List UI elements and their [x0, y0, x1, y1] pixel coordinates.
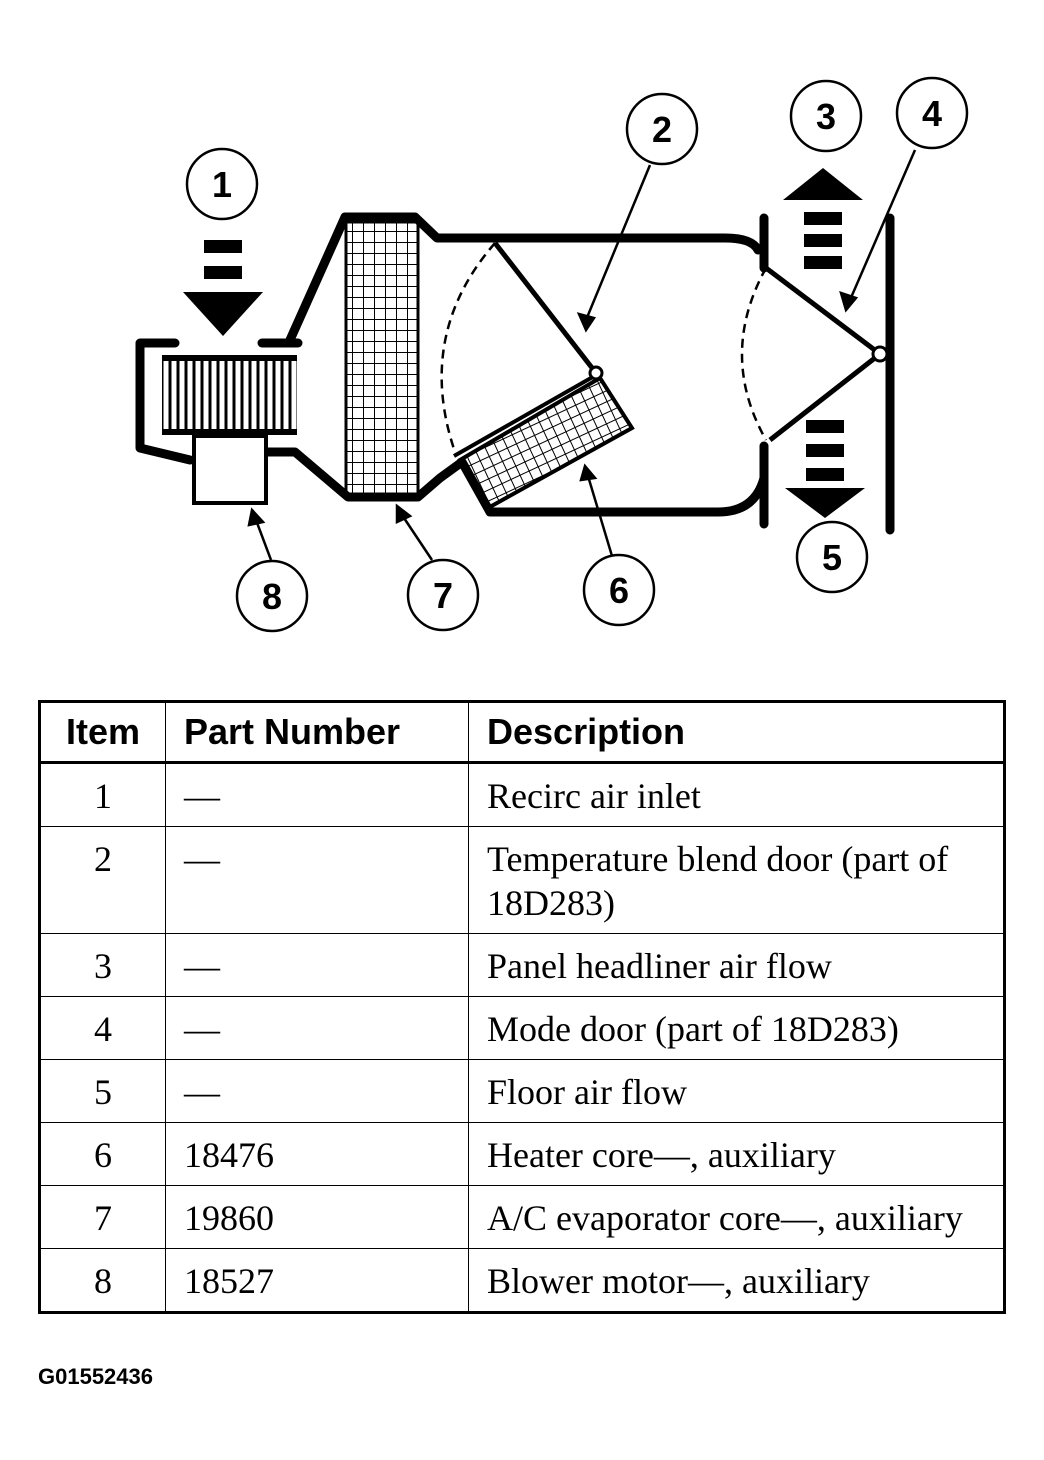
cell-item: 6	[39, 1122, 166, 1186]
cell-description: A/C evaporator core—, auxiliary	[468, 1185, 1005, 1249]
cell-description: Heater core—, auxiliary	[468, 1122, 1005, 1186]
cell-item: 8	[39, 1248, 166, 1313]
callout-3: 3	[789, 79, 863, 153]
callout-5: 5	[795, 520, 869, 594]
cell-description: Recirc air inlet	[468, 762, 1005, 827]
cell-part-number: —	[165, 826, 469, 934]
blower-motor	[162, 355, 297, 505]
cell-description: Temperature blend door (part of 18D283)	[468, 826, 1005, 934]
cell-item: 4	[39, 996, 166, 1060]
cell-part-number: 18476	[165, 1122, 469, 1186]
table-row: 1 — Recirc air inlet	[39, 762, 1005, 827]
cell-description: Blower motor—, auxiliary	[468, 1248, 1005, 1313]
table-row: 2 — Temperature blend door (part of 18D2…	[39, 826, 1005, 934]
callout-label: 2	[652, 109, 672, 150]
table-row: 4 — Mode door (part of 18D283)	[39, 996, 1005, 1060]
cell-item: 1	[39, 762, 166, 827]
cell-part-number: —	[165, 933, 469, 997]
table-row: 7 19860 A/C evaporator core—, auxiliary	[39, 1185, 1005, 1249]
cell-item: 7	[39, 1185, 166, 1249]
heater-core	[453, 372, 635, 511]
table-row: 5 — Floor air flow	[39, 1059, 1005, 1123]
callout-label: 1	[212, 164, 232, 205]
panel-airflow-arrow-icon	[783, 168, 863, 269]
cell-item: 5	[39, 1059, 166, 1123]
mode-door	[740, 266, 889, 442]
callout-7: 7	[406, 558, 480, 632]
parts-table: Item Part Number Description 1 — Recirc …	[38, 700, 1006, 1314]
callout-label: 7	[433, 575, 453, 616]
callout-label: 5	[822, 537, 842, 578]
table-row: 6 18476 Heater core—, auxiliary	[39, 1122, 1005, 1186]
column-header-description: Description	[468, 701, 1005, 764]
hvac-airflow-diagram: 1 2 3 4 5 6 7 8	[135, 76, 969, 633]
floor-airflow-arrow-icon	[785, 420, 865, 518]
table-row: 8 18527 Blower motor—, auxiliary	[39, 1248, 1005, 1313]
callout-1: 1	[185, 147, 259, 221]
callout-label: 3	[816, 96, 836, 137]
recirc-inlet-arrow-icon	[183, 240, 263, 336]
cell-part-number: —	[165, 762, 469, 827]
callout-2: 2	[625, 92, 699, 166]
cell-part-number: —	[165, 996, 469, 1060]
cell-item: 2	[39, 826, 166, 934]
cell-item: 3	[39, 933, 166, 997]
table-header-row: Item Part Number Description	[39, 701, 1005, 764]
column-header-part-number: Part Number	[165, 701, 469, 764]
cell-description: Mode door (part of 18D283)	[468, 996, 1005, 1060]
table-row: 3 — Panel headliner air flow	[39, 933, 1005, 997]
cell-description: Panel headliner air flow	[468, 933, 1005, 997]
callout-8: 8	[235, 559, 309, 633]
column-header-item: Item	[39, 701, 166, 764]
cell-part-number: 19860	[165, 1185, 469, 1249]
cell-part-number: 18527	[165, 1248, 469, 1313]
callout-leaders	[247, 149, 917, 561]
temperature-blend-door	[440, 241, 604, 453]
cell-part-number: —	[165, 1059, 469, 1123]
callout-label: 6	[609, 570, 629, 611]
figure-id: G01552436	[38, 1364, 153, 1389]
callout-label: 8	[262, 576, 282, 617]
evaporator-core	[344, 220, 420, 499]
cell-description: Floor air flow	[468, 1059, 1005, 1123]
callout-6: 6	[582, 553, 656, 627]
callout-4: 4	[895, 76, 969, 150]
callout-label: 4	[922, 93, 942, 134]
